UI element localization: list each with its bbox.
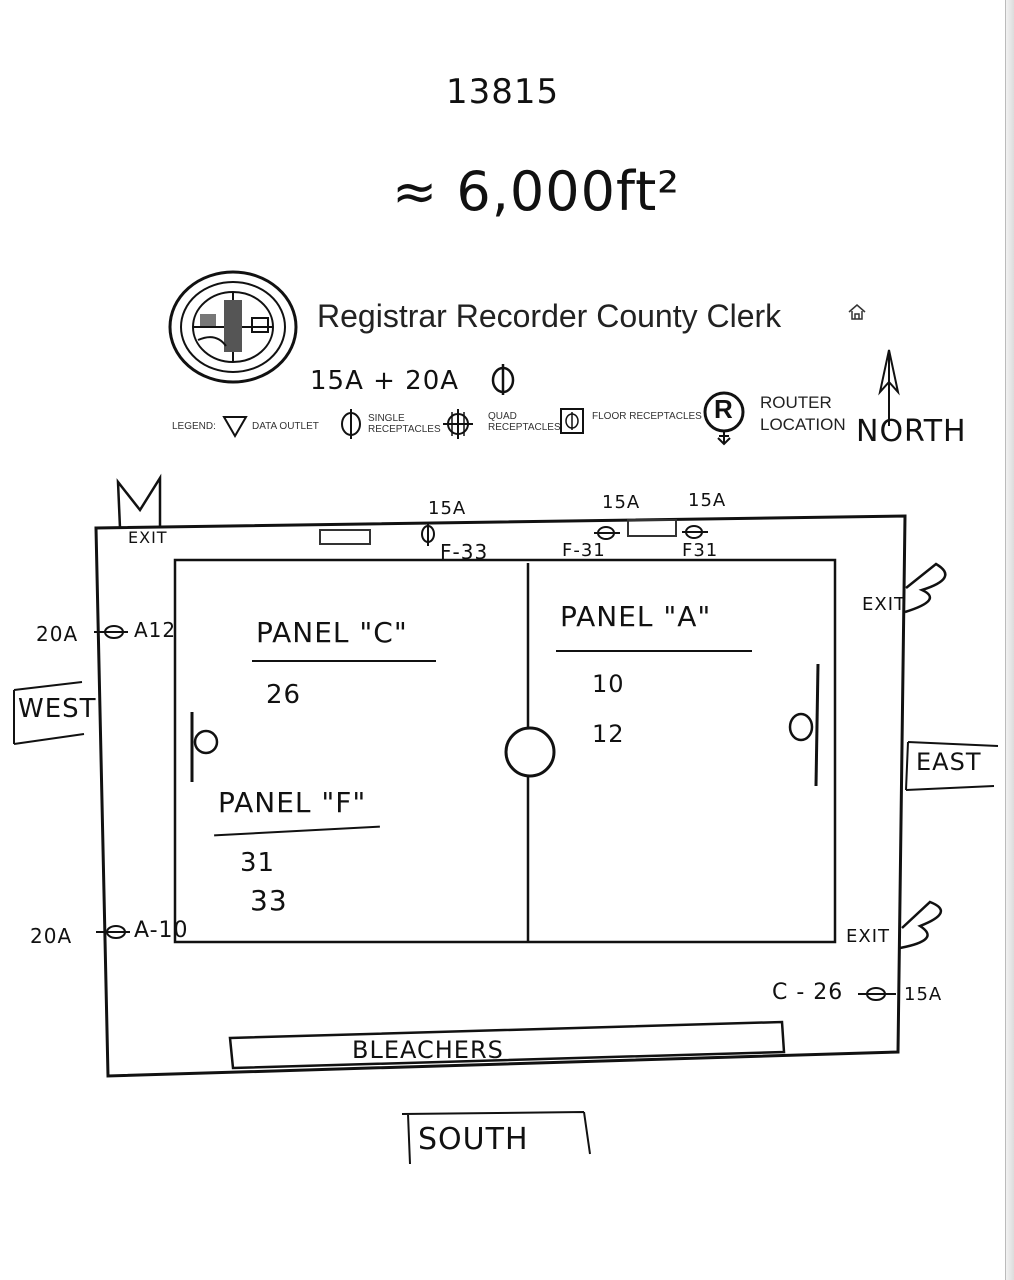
west-label: WEST (18, 694, 97, 724)
amp-a12-label: 20A (36, 622, 79, 646)
circuit-f31-label-a: F-31 (562, 540, 606, 561)
single-receptacle-note-icon (488, 362, 518, 396)
exit-nw-label: EXIT (128, 528, 168, 547)
panel-f-circuit-2: 33 (250, 884, 288, 917)
exit-east-2-label: EXIT (846, 926, 891, 947)
page-edge (1005, 0, 1014, 1280)
single-receptacle-icon (338, 408, 364, 440)
exit-east-1-label: EXIT (862, 594, 907, 615)
panel-a-underline (556, 650, 752, 652)
court-boundary (173, 558, 837, 944)
doc-number: 13815 (446, 72, 560, 112)
exit-door-east-1 (904, 562, 947, 614)
circuit-f31-label-b: F31 (682, 540, 719, 561)
router-glyph: R (714, 394, 733, 424)
exit-door-nw (116, 473, 162, 529)
east-label: EAST (916, 748, 982, 776)
panel-f-circuit-1: 31 (240, 848, 276, 878)
home-icon (846, 302, 868, 322)
panel-a-label: PANEL "A" (560, 600, 712, 633)
floor-receptacle-icon (560, 408, 584, 434)
amp-a10-label: 20A (30, 924, 73, 948)
amp-label-15a-3: 15A (688, 490, 727, 511)
amp-label-15a-1: 15A (428, 498, 467, 519)
panel-c-circuit: 26 (266, 680, 302, 710)
panel-a-circuit-1: 10 (592, 670, 625, 698)
router-icon (702, 390, 746, 446)
legend-router: ROUTER LOCATION (760, 393, 846, 434)
quad-receptacle-icon (442, 408, 474, 440)
legend-single: SINGLE RECEPTACLES (368, 413, 441, 435)
circuit-f33-label: F-33 (440, 540, 489, 564)
west-label-box (13, 681, 85, 745)
bleachers-label: BLEACHERS (352, 1036, 504, 1064)
north-label: NORTH (856, 414, 967, 449)
bleachers-outline (228, 1020, 786, 1070)
east-hoop (788, 712, 814, 742)
south-label-box (401, 1111, 591, 1165)
org-title: Registrar Recorder County Clerk (317, 298, 782, 334)
floor-receptacle-top-2 (627, 519, 677, 537)
panel-f-label: PANEL "F" (218, 786, 367, 819)
exit-door-east-2 (899, 900, 943, 950)
data-outlet-icon (222, 414, 248, 438)
panel-c-label: PANEL "C" (256, 616, 408, 649)
center-circle (504, 726, 556, 778)
panel-a-circuit-2: 12 (592, 720, 625, 748)
amp-note: 15A + 20A (310, 366, 460, 396)
north-arrow-icon (872, 348, 906, 428)
legend-floor: FLOOR RECEPTACLES (592, 411, 702, 422)
legend-quad: QUAD RECEPTACLES (488, 411, 561, 433)
east-label-box (905, 741, 999, 791)
west-hoop (193, 729, 219, 755)
area-estimate: ≈ 6,000ft² (392, 160, 680, 223)
legend-label: LEGEND: (172, 421, 216, 432)
legend: LEGEND: DATA OUTLET SINGLE RECEPTACLES Q… (172, 384, 872, 446)
amp-label-15a-2: 15A (602, 492, 641, 513)
circuit-a12-label: A12 (134, 618, 177, 642)
circuit-c26-label: C - 26 (772, 980, 844, 1005)
floor-receptacle-top-1 (319, 529, 371, 545)
south-label: SOUTH (418, 1122, 529, 1157)
amp-c26-label: 15A (904, 984, 943, 1005)
legend-data-outlet: DATA OUTLET (252, 421, 319, 432)
circuit-a10-label: A-10 (134, 918, 189, 943)
panel-c-underline (252, 660, 436, 662)
east-backboard (814, 663, 820, 787)
county-seal-icon (168, 270, 298, 384)
